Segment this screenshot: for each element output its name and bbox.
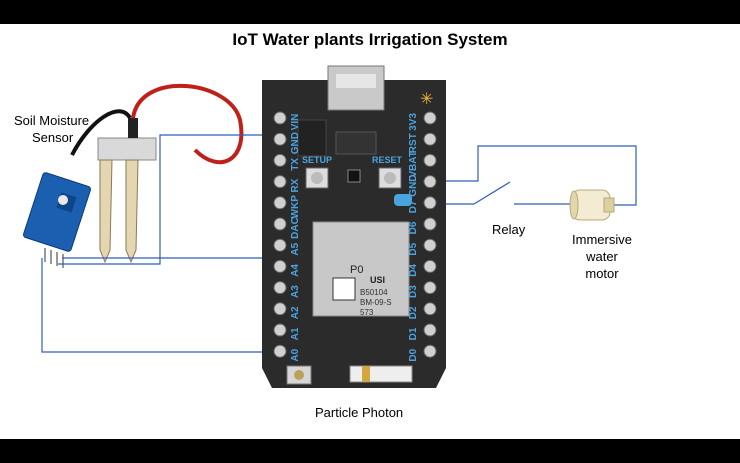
probe-cable-black: [70, 109, 132, 156]
left-pin-label: A0: [290, 348, 301, 361]
left-pin-label: A3: [290, 285, 301, 298]
top-letterbox: [0, 0, 740, 24]
relay-switch: [473, 181, 511, 205]
right-pin-label: D2: [408, 306, 419, 319]
right-pin-d2: [423, 302, 437, 316]
chip-line-4: 573: [360, 308, 374, 317]
right-pin-label: RST: [408, 133, 419, 153]
right-pin-label: VBAT: [408, 151, 419, 177]
right-pin-label: D4: [408, 264, 419, 277]
left-pin-label: GND: [290, 132, 301, 154]
left-pin-label: A1: [290, 327, 301, 340]
right-pin-label: D0: [408, 348, 419, 361]
motor-label-line2: water: [586, 249, 618, 264]
chip-line-1: USI: [370, 275, 386, 285]
left-pin-dac: [273, 217, 287, 231]
left-pin-a5: [273, 238, 287, 252]
board-reset-label: RESET: [372, 155, 403, 165]
motor-label-line1: Immersive: [572, 232, 632, 247]
motor-label-line3: motor: [585, 266, 619, 281]
left-pin-a3: [273, 281, 287, 295]
right-pin-d5: [423, 238, 437, 252]
right-pin-label: D5: [408, 242, 419, 255]
wire-gnd-motor: [440, 145, 637, 206]
right-pin-label: D1: [408, 327, 419, 340]
probe-cable-red: [131, 84, 244, 165]
right-pin-rst: [423, 132, 437, 146]
left-pin-rx: [273, 175, 287, 189]
chip-line-3: BM-09-S: [360, 298, 392, 307]
right-pin-label: D6: [408, 221, 419, 234]
right-pin-label: GND: [408, 174, 419, 196]
left-pin-label: RX: [290, 178, 301, 192]
left-pin-label: DAC: [290, 217, 301, 239]
diagram-title: IoT Water plants Irrigation System: [232, 30, 508, 49]
right-pin-vbat: [423, 153, 437, 167]
left-pin-label: WKP: [290, 195, 301, 219]
chip-line-2: B50104: [360, 288, 388, 297]
water-motor: [569, 189, 615, 221]
board-pins: VINGNDTXRXWKPDACA5A4A3A2A1A03V3RSTVBATGN…: [273, 111, 437, 362]
left-pin-gnd: [273, 132, 287, 146]
right-pin-d6: [423, 217, 437, 231]
right-pin-d7: [423, 196, 437, 210]
left-pin-label: A2: [290, 306, 301, 319]
right-pin-label: D7: [408, 200, 419, 213]
particle-photon-board: ✳: [262, 65, 446, 388]
soil-moisture-probe: [97, 118, 157, 264]
left-pin-a2: [273, 302, 287, 316]
sensor-label-line2: Sensor: [32, 130, 74, 145]
left-pin-tx: [273, 153, 287, 167]
left-pin-label: TX: [290, 158, 301, 171]
board-setup-label: SETUP: [302, 155, 333, 165]
sensor-module: [22, 172, 92, 268]
right-pin-d1: [423, 323, 437, 337]
left-pin-label: VIN: [290, 114, 301, 131]
bottom-letterbox: [0, 439, 740, 463]
relay-label: Relay: [492, 222, 526, 237]
left-pin-a1: [273, 323, 287, 337]
right-pin-label: 3V3: [408, 113, 419, 131]
left-pin-vin: [273, 111, 287, 125]
right-pin-label: D3: [408, 285, 419, 298]
wire-gnd: [58, 134, 282, 265]
left-pin-a4: [273, 259, 287, 273]
svg-text:✳: ✳: [420, 89, 433, 108]
board-name-label: Particle Photon: [315, 405, 404, 420]
right-pin-3v3: [423, 111, 437, 125]
sensor-label-line1: Soil Moisture: [14, 113, 90, 128]
chip-name: P0: [350, 264, 364, 276]
left-pin-wkp: [273, 196, 287, 210]
left-pin-a0: [273, 344, 287, 358]
right-pin-d4: [423, 259, 437, 273]
wire-vin: [62, 118, 281, 259]
right-pin-gnd: [423, 175, 437, 189]
right-pin-d3: [423, 281, 437, 295]
right-pin-d0: [423, 344, 437, 358]
left-pin-label: A5: [290, 242, 301, 255]
wire-a0: [41, 258, 280, 353]
left-pin-label: A4: [290, 264, 301, 277]
